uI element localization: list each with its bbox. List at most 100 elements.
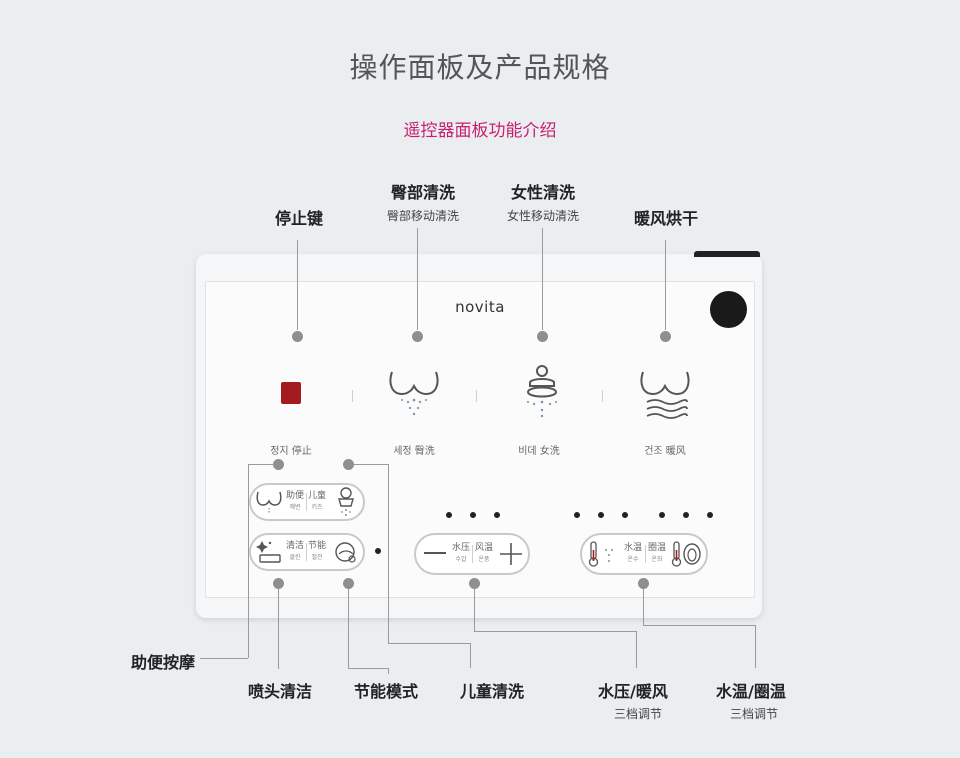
warm-air-icon (640, 371, 690, 419)
leader-line-temp (755, 625, 756, 668)
leader-line-temp (643, 625, 755, 626)
leader-line-massage (248, 464, 249, 658)
temp-level-dot (622, 512, 628, 518)
panel-edge (694, 251, 760, 257)
assist-button[interactable] (255, 488, 283, 516)
leader-line-massage (200, 658, 248, 659)
pressure-level-dot (494, 512, 500, 518)
pin-eco (343, 578, 354, 589)
callout-pressure-sub: 三档调节 (613, 707, 662, 721)
dry-label: 건조 暖风 (644, 446, 686, 457)
eco-button[interactable] (333, 540, 359, 566)
pin-female (537, 331, 548, 342)
kids-label-kr: 키즈 (311, 504, 323, 511)
wind-label-kr: 온풍 (478, 556, 490, 563)
pressure-level-dot (470, 512, 476, 518)
hip-wash-label: 세정 臀洗 (393, 446, 435, 457)
callout-hip: 臀部清洗 (390, 183, 455, 202)
divider (306, 543, 307, 561)
callout-temp-sub: 三档调节 (729, 707, 778, 721)
temp-pill (580, 533, 708, 575)
assist-label: 助便 쾌변 (285, 491, 305, 513)
callout-female: 女性清洗 (510, 183, 575, 202)
clean-button[interactable] (256, 539, 284, 565)
female-wash-icon (526, 365, 558, 418)
pressure-label-cn: 水压 (451, 543, 470, 553)
kids-label-cn: 儿童 (307, 491, 326, 501)
pressure-label-kr: 수압 (455, 556, 467, 563)
female-wash-button[interactable] (520, 364, 564, 420)
leader-line-dry (665, 240, 666, 330)
seat-temp-button[interactable] (671, 540, 703, 568)
minus-button[interactable] (424, 552, 446, 554)
pin-kids (343, 459, 354, 470)
plus-icon (500, 543, 522, 565)
stop-button-label: 정지 停止 (270, 446, 312, 457)
divider (476, 390, 477, 402)
seat-temp-label: 圈温 온좌 (646, 543, 668, 565)
eco-label: 节能 절전 (307, 541, 327, 563)
assist-label-kr: 쾌변 (289, 504, 301, 511)
leader-line-stop (297, 240, 298, 330)
temp-level-dot (598, 512, 604, 518)
page-title: 操作面板及产品规格 (349, 51, 611, 84)
brand-logo: novita (455, 298, 505, 316)
pin-temp (638, 578, 649, 589)
kids-button[interactable] (333, 486, 359, 518)
callout-nozzle: 喷头清洁 (248, 682, 313, 701)
clean-label-cn: 清洁 (285, 541, 304, 551)
pressure-label: 水压 수압 (450, 543, 472, 565)
water-temp-button[interactable] (588, 540, 618, 568)
hip-wash-button[interactable] (388, 366, 440, 420)
leader-line-eco (348, 668, 388, 669)
clean-label: 清洁 클린 (285, 541, 305, 563)
pin-massage (273, 459, 284, 470)
eco-label-cn: 节能 (307, 541, 326, 551)
pin-nozzle (273, 578, 284, 589)
callout-eco: 节能模式 (354, 682, 419, 701)
leader-line-eco (348, 589, 349, 669)
clean-label-kr: 클린 (289, 554, 301, 561)
section-subtitle: 遥控器面板功能介绍 (403, 121, 557, 141)
stop-button[interactable] (281, 382, 301, 404)
leader-line-pressure (636, 631, 637, 668)
divider (645, 545, 646, 563)
water-thermometer-icon (588, 541, 613, 567)
pin-stop (292, 331, 303, 342)
pin-pressure (469, 578, 480, 589)
female-wash-label: 비데 女洗 (518, 446, 560, 457)
massage-icon (256, 491, 282, 514)
callout-dry: 暖风烘干 (633, 209, 698, 228)
callout-temp: 水温/圈温 (716, 682, 786, 701)
callout-female-sub: 女性移动清洗 (506, 209, 579, 223)
wind-label-cn: 风温 (474, 543, 493, 553)
water-temp-label-kr: 온수 (627, 556, 639, 563)
dry-button[interactable] (639, 366, 691, 422)
plus-button[interactable] (500, 543, 522, 565)
leader-line-pressure (474, 589, 475, 631)
kids-icon (338, 487, 354, 516)
water-temp-label: 水温 온수 (622, 543, 644, 565)
eco-moon-icon (335, 542, 356, 563)
eco-label-kr: 절전 (311, 554, 323, 561)
leader-line-eco (388, 668, 389, 674)
leader-line-temp (643, 589, 644, 625)
callout-massage: 助便按摩 (131, 653, 196, 672)
kids-label: 儿童 키즈 (307, 491, 327, 513)
clean-eco-pill (249, 533, 365, 571)
seat-temp-label-kr: 온좌 (651, 556, 663, 563)
leader-line-massage (248, 464, 274, 465)
eco-indicator-dot (375, 548, 381, 554)
pressure-level-dot (446, 512, 452, 518)
seat-thermometer-icon (671, 541, 701, 567)
leader-line-kids (388, 464, 389, 643)
temp-level-dot (707, 512, 713, 518)
leader-line-kids (470, 643, 471, 668)
callout-pressure: 水压/暖风 (598, 682, 668, 701)
temp-level-dot (683, 512, 689, 518)
assist-label-cn: 助便 (285, 491, 304, 501)
knob-indicator (710, 291, 747, 328)
leader-line-nozzle (278, 589, 279, 669)
pin-hip (412, 331, 423, 342)
divider (306, 493, 307, 511)
